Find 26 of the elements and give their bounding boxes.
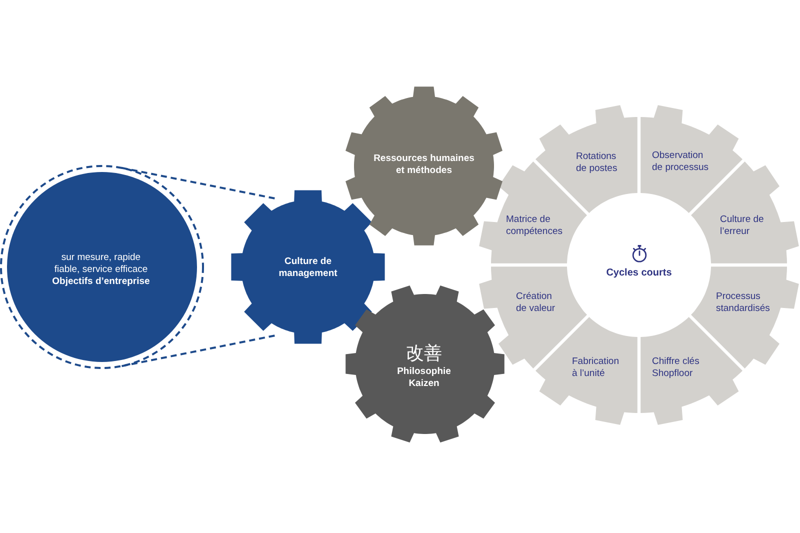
gear — [231, 190, 385, 344]
goal-circle — [0, 165, 204, 369]
dashed-belt-line — [122, 166, 277, 200]
segment-label: Rotations de postes — [576, 151, 618, 175]
segment-label: Culture de l’erreur — [720, 214, 765, 238]
gear-segment — [640, 105, 743, 213]
segment-label: Observation de processus — [652, 150, 710, 174]
gear-segment — [535, 105, 638, 213]
gear-segment — [479, 161, 587, 264]
gear — [345, 86, 503, 246]
circle-text: sur mesure, rapide fiable, service efficace — [53, 252, 149, 276]
gear — [345, 285, 505, 443]
gear-segment — [640, 317, 743, 425]
segment-label: Processus standardisés — [716, 291, 771, 315]
segment-label: Matrice de compétences — [506, 214, 564, 238]
circle-heading: Objectifs d’entreprise — [52, 276, 150, 288]
segment-label: Fabrication à l’unité — [572, 356, 620, 380]
gear-segment — [535, 317, 638, 425]
segment-label: Chiffre clés Shopfloor — [652, 356, 700, 380]
hub-label: Cycles courts — [606, 268, 672, 280]
segment-label: Création de valeur — [516, 291, 556, 315]
gear-label: Culture de management — [278, 256, 338, 280]
gear-label: Ressources humaines et méthodes — [372, 153, 476, 177]
gear-label: Philosophie Kaizen — [396, 366, 452, 390]
dashed-belt-line — [122, 334, 277, 368]
kanji-label: 改善 — [406, 342, 442, 366]
